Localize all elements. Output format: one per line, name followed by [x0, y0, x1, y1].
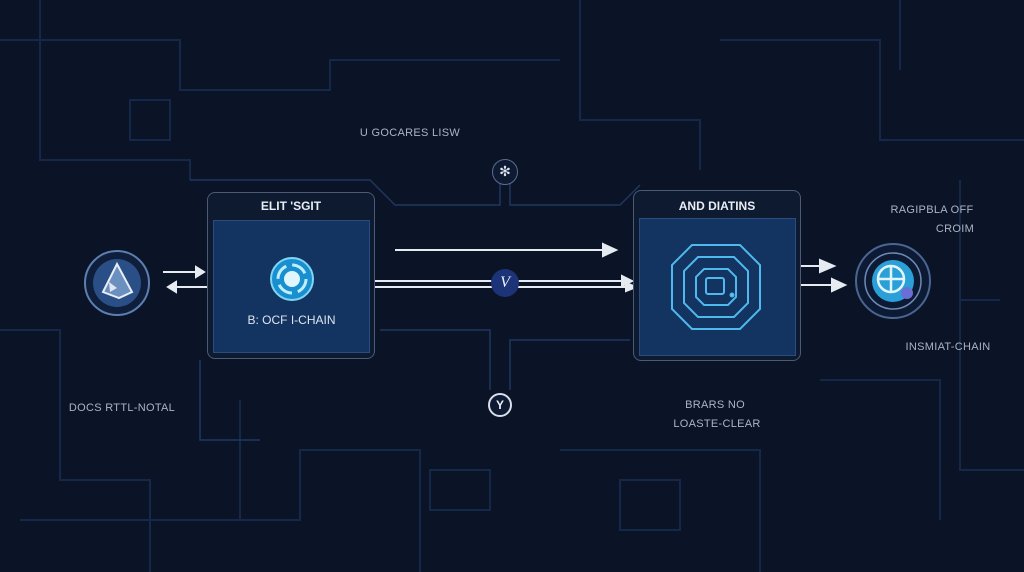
pyramid-icon: [93, 259, 141, 307]
globe-search-icon: [864, 252, 922, 310]
octagon-chip-icon: [671, 244, 761, 330]
right-top-label-2: CROIM: [935, 223, 975, 235]
destination-node[interactable]: [855, 243, 931, 319]
box-1-panel: B: OCF I-CHAIN: [213, 220, 370, 353]
center-bottom-label-1: BRARS NO: [685, 399, 745, 411]
gear-bug-icon[interactable]: ✻: [492, 159, 518, 185]
process-box-2[interactable]: AND DIATINS: [633, 190, 801, 361]
top-label: U GOCARES LISW: [359, 127, 461, 139]
box-2-title: AND DIATINS: [678, 199, 756, 213]
box-1-title: ELIT 'SGIT: [260, 199, 322, 213]
right-top-label-1: RAGIPBLA OFF: [890, 204, 974, 216]
bottom-badge[interactable]: Y: [488, 393, 512, 417]
box-1-caption: B: OCF I-CHAIN: [247, 313, 336, 327]
right-bottom-label: INSMIAT-CHAIN: [905, 341, 991, 353]
source-node[interactable]: [84, 250, 150, 316]
process-box-1[interactable]: ELIT 'SGIT B: OCF I-CHAIN: [207, 192, 375, 359]
target-ring-icon: [270, 257, 314, 301]
left-node-label: DOCS RTTL-NOTAL: [68, 402, 176, 414]
center-badge[interactable]: V: [491, 269, 519, 297]
center-bottom-label-2: LOASTE-CLEAR: [673, 418, 761, 430]
box-2-panel: [639, 218, 796, 356]
